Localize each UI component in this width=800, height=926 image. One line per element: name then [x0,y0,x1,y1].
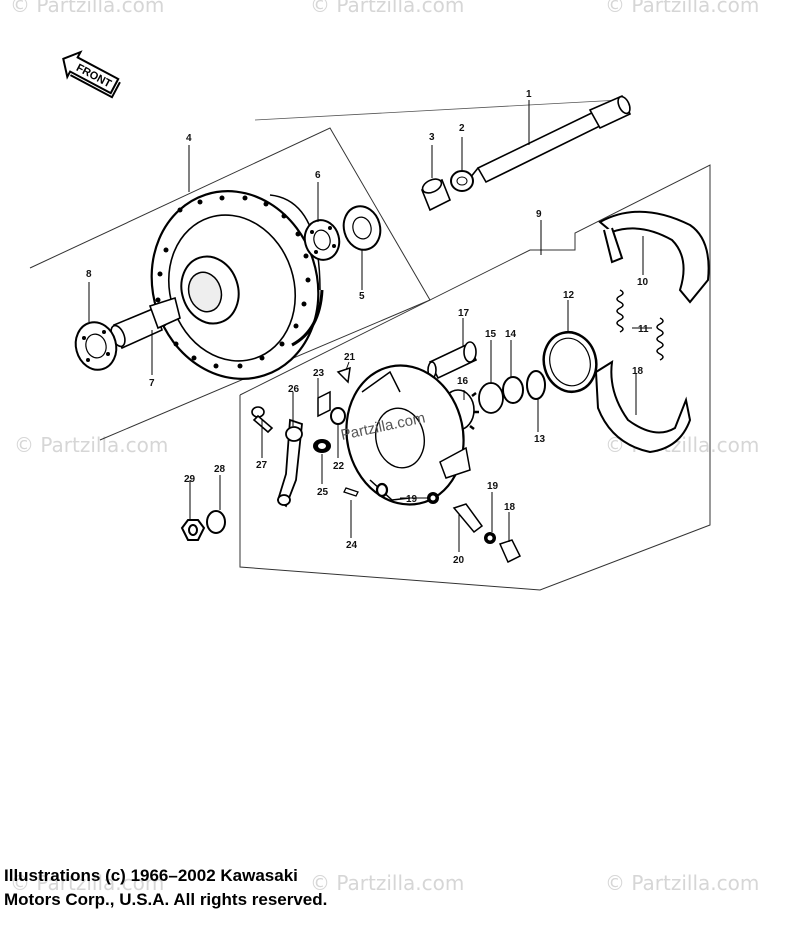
callout-9: 9 [536,209,542,220]
callout-18-right: 18 [504,502,516,513]
callout-17: 17 [458,308,470,319]
axle-nut-part-29 [180,519,206,541]
bushing-part-18 [498,539,522,564]
circlip-part-13 [526,370,546,400]
callout-labels: 1 2 3 4 5 6 7 8 9 10 11 12 13 14 15 16 1… [86,89,649,566]
axle-part [469,94,632,184]
callout-14: 14 [505,329,517,340]
washer-part-14 [502,376,524,404]
callout-5: 5 [359,291,365,302]
front-arrow-icon: FRONT [62,50,121,99]
callout-18: 18 [632,366,644,377]
caption-line-2: Motors Corp., U.S.A. All rights reserved… [4,890,328,909]
callout-1: 1 [526,89,532,100]
brake-shoe-part-10-lower [594,360,692,454]
bearing-part-6 [303,219,341,261]
watermark-bottom-center: © Partzilla.com [310,871,464,895]
callout-21: 21 [344,352,356,363]
watermark-top-center: © Partzilla.com [310,0,464,17]
callout-7: 7 [149,378,155,389]
callout-3: 3 [429,132,435,143]
callout-12: 12 [563,290,575,301]
seal-part-22 [330,407,346,425]
watermark-top-right: © Partzilla.com [605,0,759,17]
nut-part-25 [313,439,331,453]
seal-ring-part-12 [542,331,598,393]
pin-part-21 [336,366,351,384]
pin-part-24 [343,487,359,497]
spring-part-11a [616,289,624,333]
callout-20: 20 [453,555,465,566]
pinion-part-20 [452,503,484,534]
callout-2: 2 [459,123,465,134]
callout-28: 28 [214,464,226,475]
callout-25: 25 [317,487,329,498]
washer-part-28 [206,510,226,534]
copyright-caption: Illustrations (c) 1966–2002 Kawasaki Mot… [4,864,404,912]
gear-part-15 [478,382,504,414]
bearing-part-5 [342,205,382,251]
brake-panel-part-9 [345,364,471,506]
collar-part-7 [110,296,181,350]
callout-29: 29 [184,474,196,485]
group-frame-brake [239,164,711,591]
callout-22: 22 [333,461,345,472]
watermark-bottom-left: © Partzilla.com [10,871,164,895]
spring-part-11b [656,317,664,361]
callout-8: 8 [86,269,92,280]
bolt-part-27 [251,406,274,434]
watermark-mid-left: © Partzilla.com [14,433,168,457]
callout-19-right: 19 [487,481,499,492]
camshaft-part-17 [427,341,478,380]
callout-10: 10 [637,277,649,288]
callout-11: 11 [638,324,649,335]
callout-4: 4 [186,133,192,144]
bearing-part-8 [74,321,118,371]
callout-13: 13 [534,434,546,445]
callout-16: 16 [457,376,469,387]
callout-19: 19 [406,494,418,505]
callout-26: 26 [288,384,300,395]
watermark-top-left: © Partzilla.com [10,0,164,17]
brake-lever-part-26 [276,418,303,508]
callout-6: 6 [315,170,321,181]
spacer-part-3 [420,178,452,212]
leader-lines [88,100,652,552]
watermark-layer: © Partzilla.com © Partzilla.com © Partzi… [10,0,759,895]
caption-line-1: Illustrations (c) 1966–2002 Kawasaki [4,866,298,885]
brake-shoe-part-10 [598,210,710,304]
callout-27: 27 [256,460,268,471]
callout-23: 23 [313,368,325,379]
indicator-part-23 [317,390,331,418]
callout-15: 15 [485,329,497,340]
watermark-bottom-right: © Partzilla.com [605,871,759,895]
wheel-hub-part-4 [150,190,324,380]
callout-24: 24 [346,540,358,551]
group-frame-axle [254,99,621,121]
